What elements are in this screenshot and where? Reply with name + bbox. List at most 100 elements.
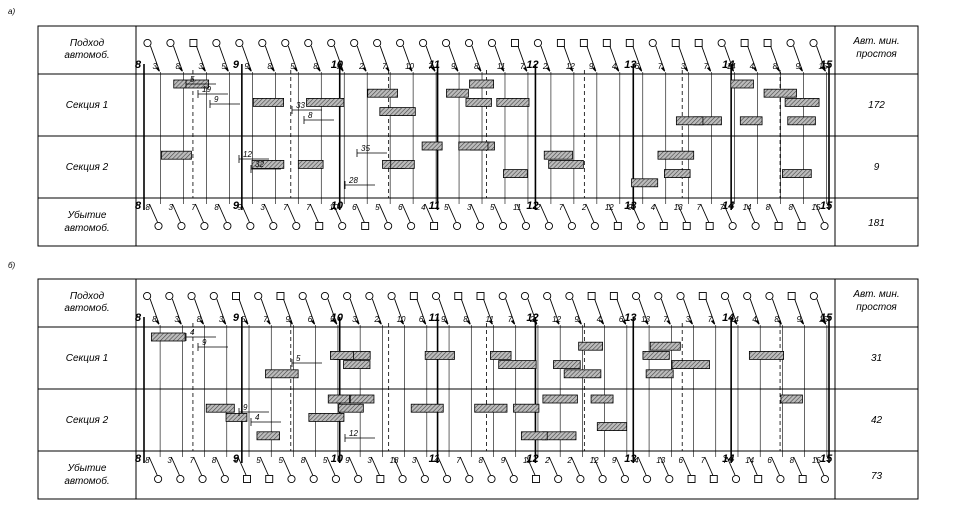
arrival-arrow — [705, 298, 716, 325]
arrival-arrow — [394, 298, 405, 325]
departure-arrow — [700, 203, 710, 223]
arrival-square-marker — [740, 39, 749, 47]
arrival-number: 8 — [773, 62, 778, 71]
arrival-arrow — [356, 45, 367, 72]
arrival-number: 8 — [152, 315, 157, 324]
service-bar — [469, 79, 495, 89]
arrival-arrowhead — [775, 67, 780, 72]
departure-arrow — [793, 456, 803, 476]
departure-arrow — [748, 456, 758, 476]
arrival-arrowhead — [221, 320, 226, 325]
service-bar — [675, 116, 704, 126]
arrival-arrowhead — [599, 320, 604, 325]
arrival-arrowhead — [385, 67, 390, 72]
arrival-arrowhead — [706, 67, 711, 72]
departure-idle-value: 73 — [871, 471, 883, 482]
idle-header-line2: простоя — [856, 49, 897, 60]
arrival-arrowhead — [332, 320, 337, 325]
arrival-arrow — [517, 45, 528, 72]
departure-arrow — [659, 456, 669, 476]
departure-idle-value: 181 — [868, 218, 885, 229]
arrival-circle-marker — [143, 291, 152, 301]
service-bar — [782, 169, 812, 179]
departure-square-marker — [613, 222, 622, 230]
departure-arrow — [304, 456, 314, 476]
arrival-circle-marker — [565, 291, 574, 301]
arrival-arrowhead — [454, 67, 459, 72]
arrival-circle-marker — [419, 38, 428, 48]
arrival-arrow — [793, 45, 803, 72]
arrival-arrow — [218, 45, 229, 72]
arrival-square-marker — [476, 292, 485, 300]
arrival-arrow — [660, 298, 671, 325]
departure-square-marker — [265, 475, 274, 483]
departure-arrow — [355, 203, 365, 223]
departure-number: 5 — [323, 456, 328, 465]
arrival-arrow — [379, 45, 390, 72]
arrival-number: 9 — [796, 62, 801, 71]
arrival-arrow — [402, 45, 413, 72]
arrival-square-marker — [602, 39, 611, 47]
departure-arrow — [172, 203, 181, 223]
departure-arrow — [539, 203, 549, 223]
arrival-number: 5 — [290, 62, 295, 71]
arrival-number: 7 — [382, 62, 387, 71]
departure-circle-marker — [287, 474, 296, 484]
departure-arrow — [815, 203, 824, 223]
arrival-arrow — [194, 298, 204, 325]
departure-square-marker — [315, 222, 324, 230]
departure-number: 3 — [168, 203, 173, 212]
arrival-square-marker — [787, 292, 796, 300]
arrival-arrow — [327, 298, 338, 325]
arrival-arrowhead — [614, 67, 619, 72]
arrival-arrow — [149, 298, 160, 325]
hour-label-top: 11 — [429, 312, 440, 324]
waiting-time-label: 5 — [296, 354, 301, 363]
departure-number: 3 — [167, 456, 172, 465]
arrival-square-marker — [454, 292, 463, 300]
departure-arrow — [286, 203, 296, 223]
hour-label-top: 8 — [135, 59, 142, 71]
arrival-circle-marker — [717, 38, 726, 48]
service-bar — [657, 150, 695, 160]
arrival-circle-marker — [327, 38, 336, 48]
arrival-number: 3 — [681, 62, 686, 71]
departure-arrow — [504, 456, 514, 476]
departure-square-marker — [243, 475, 251, 483]
departure-circle-marker — [590, 221, 599, 231]
panel-a-label: а) — [8, 7, 15, 16]
departure-arrow — [631, 203, 641, 223]
arrival-number: 9 — [797, 315, 802, 324]
arrival-circle-marker — [304, 38, 313, 48]
arrival-number: 11 — [497, 62, 505, 71]
departure-number: 7 — [559, 203, 564, 212]
arrival-arrowhead — [683, 67, 688, 72]
arrival-circle-marker — [165, 291, 174, 301]
arrival-arrow — [371, 298, 382, 325]
departure-arrow — [470, 203, 480, 223]
arrival-number: 3 — [198, 62, 203, 71]
departure-circle-marker — [567, 221, 576, 231]
arrival-arrow — [333, 45, 344, 72]
hour-label-top: 13 — [624, 59, 636, 71]
arrival-arrowhead — [710, 320, 715, 325]
arrival-number: 7 — [263, 315, 268, 324]
departure-number: 7 — [456, 456, 461, 465]
departure-number: 9 — [501, 456, 506, 465]
arrival-arrow — [616, 298, 627, 325]
arrival-number: 11 — [486, 315, 494, 324]
arrival-arrow — [727, 298, 738, 325]
arrival-label-line2: автомоб. — [64, 302, 109, 314]
waiting-time-label: 12 — [243, 150, 252, 159]
departure-number: 9 — [237, 203, 242, 212]
departure-square-marker — [687, 475, 696, 483]
departure-circle-marker — [820, 474, 829, 484]
departure-circle-marker — [665, 474, 674, 484]
arrival-arrowhead — [310, 320, 315, 325]
service-bar — [780, 394, 803, 404]
service-bar — [150, 332, 186, 342]
arrival-arrowhead — [577, 320, 582, 325]
departure-arrow — [370, 456, 380, 476]
arrival-circle-marker — [441, 38, 451, 48]
arrival-arrow — [586, 45, 597, 72]
